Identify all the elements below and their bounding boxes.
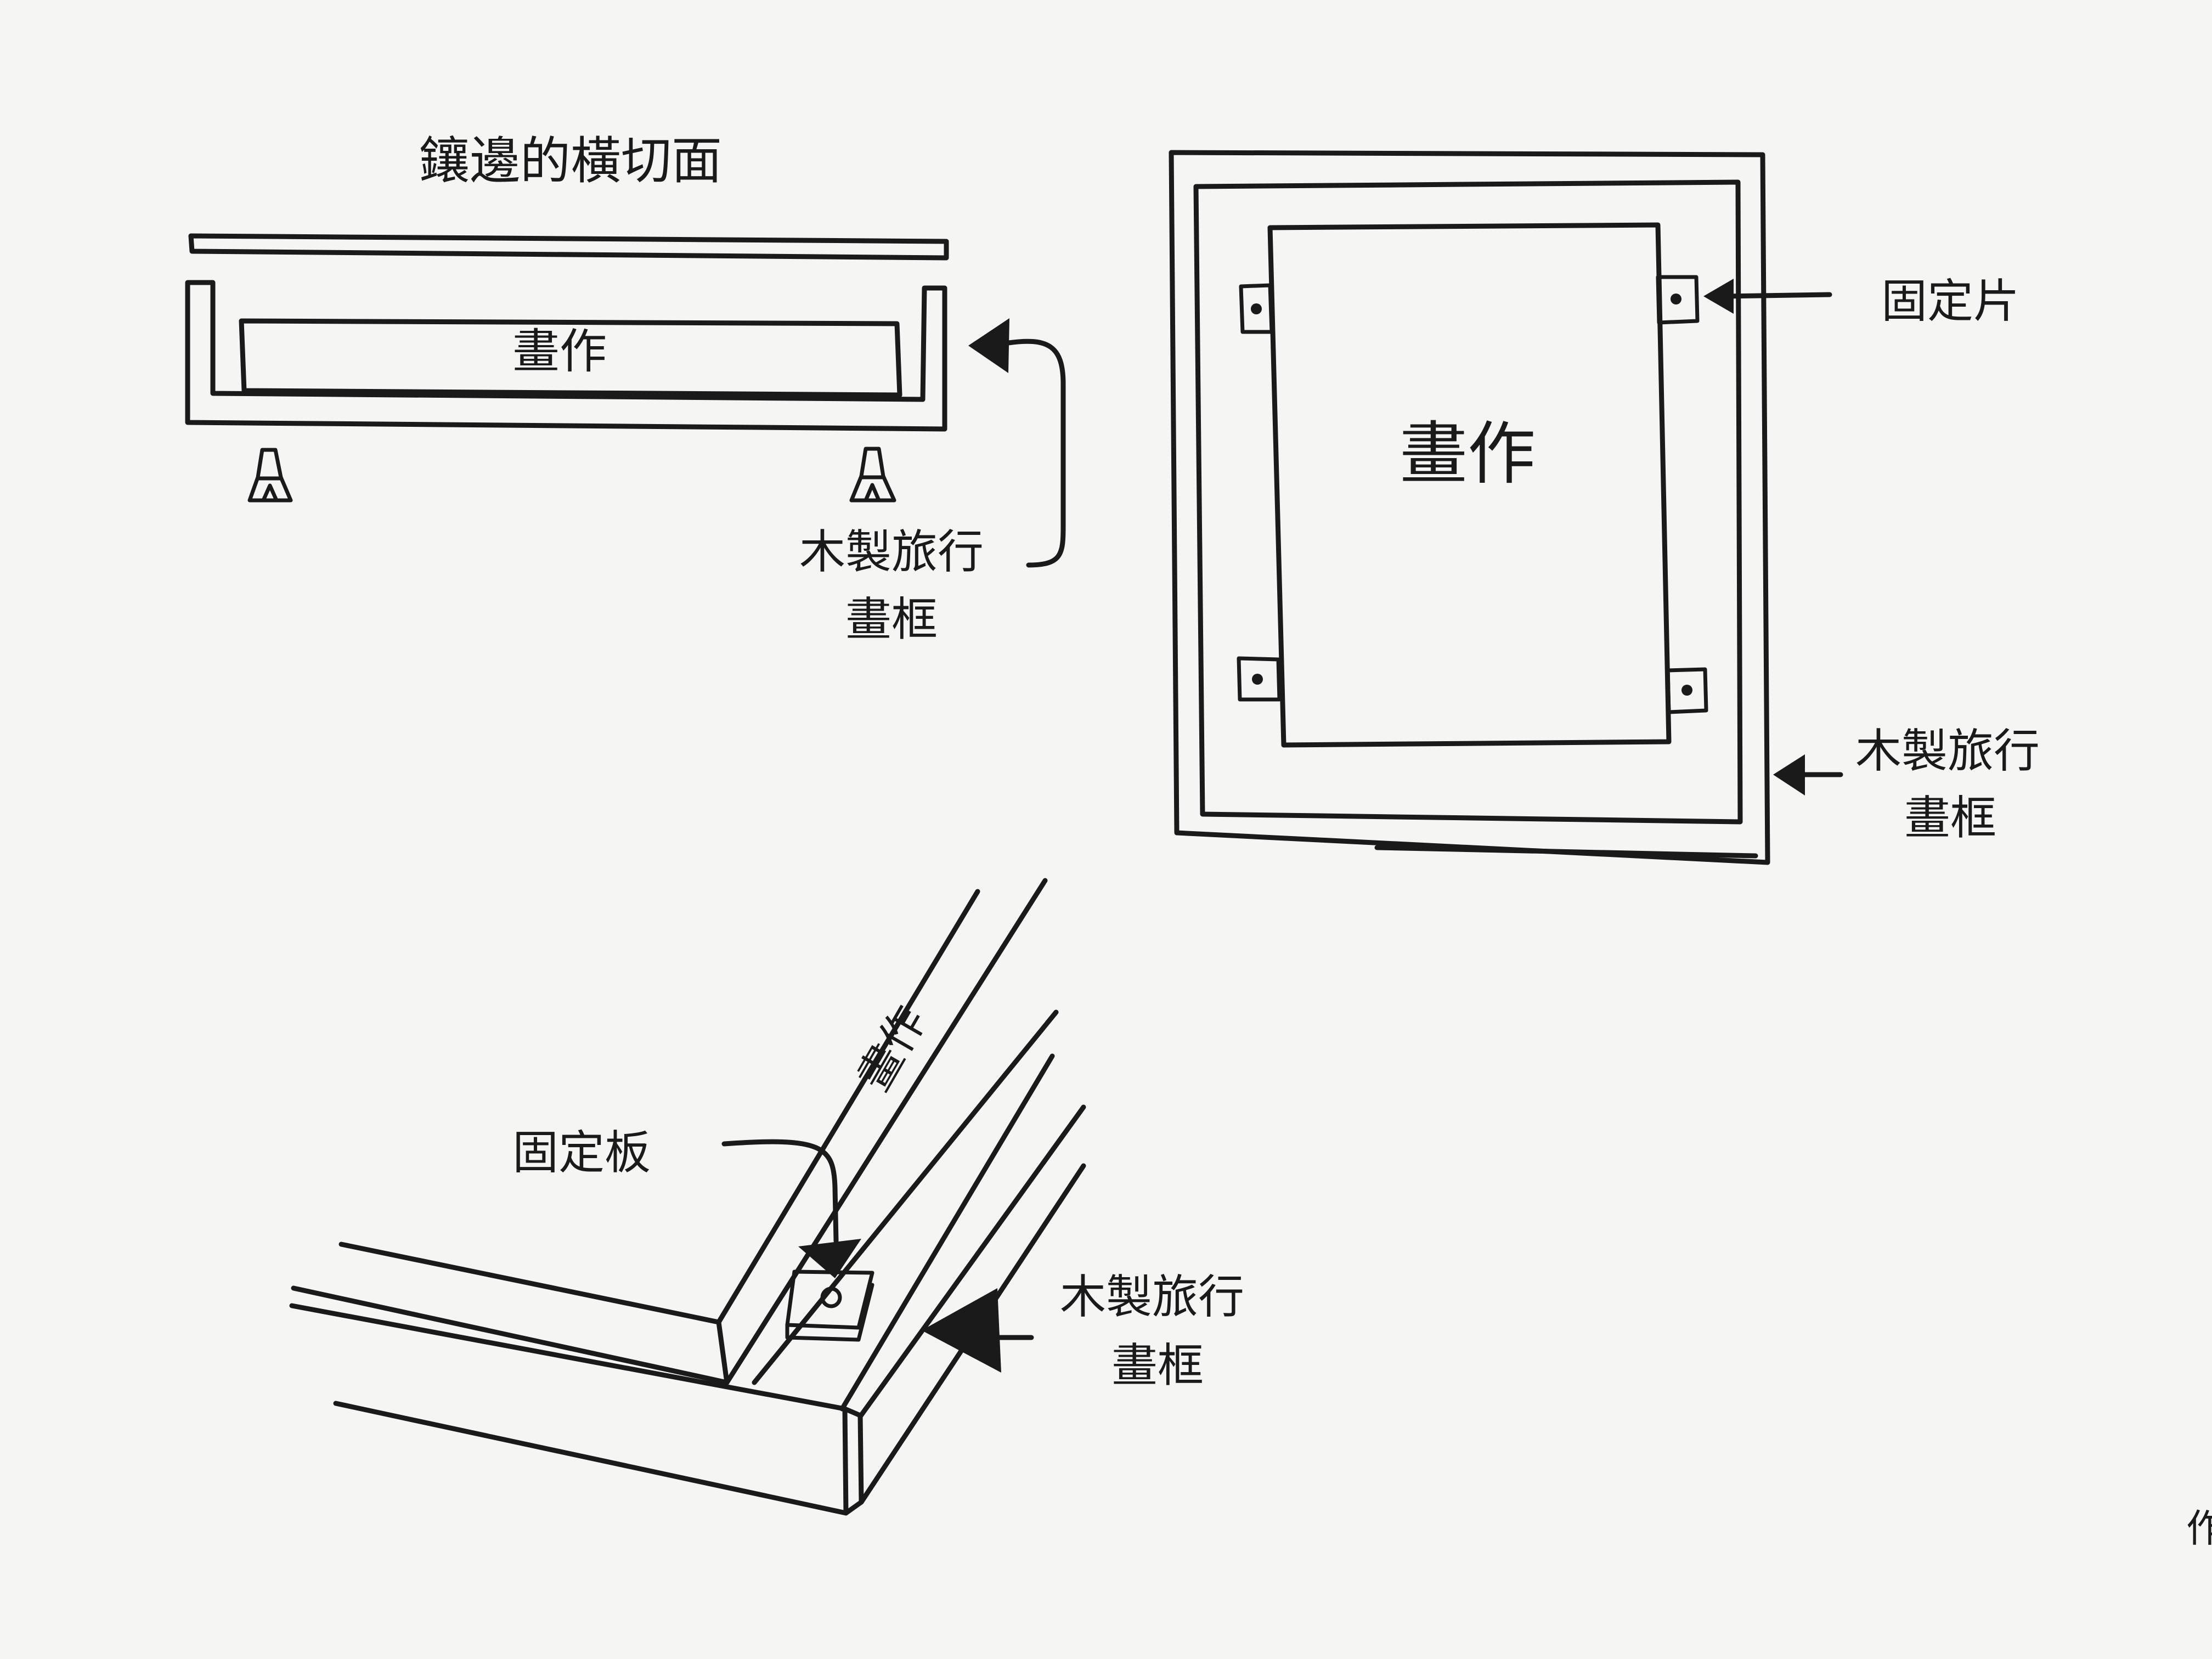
front-view-clip-label: 固定片	[1881, 274, 2019, 328]
front-view-diagram: 畫作 固定片 木製旅行 畫框	[1169, 150, 2040, 865]
artwork-end-cap	[716, 1319, 730, 1385]
front-artwork-sheet	[1267, 222, 1672, 748]
cross-section-diagram: 鑲邊的橫切面 畫作 木製旅行 畫框	[185, 132, 1066, 646]
diag-outer-edge	[857, 1104, 1086, 1419]
diag-channel-a	[752, 1009, 1059, 1385]
frame-bottom-stroke	[1374, 845, 1758, 859]
front-frame-arrowhead	[1773, 754, 1805, 795]
cross-section-frame-label-line1: 木製旅行	[799, 525, 984, 579]
rail-top-line	[338, 1242, 721, 1325]
corner-view-plate-label: 固定板	[512, 1126, 651, 1180]
clip-bottom-left	[1237, 656, 1282, 702]
cross-section-title: 鑲邊的橫切面	[419, 132, 722, 190]
front-view-artwork-label: 畫作	[1400, 415, 1536, 494]
diag-artwork-outer	[716, 889, 980, 1325]
frame-channel-outer	[185, 280, 947, 432]
cross-section-arrowhead	[968, 318, 1009, 373]
front-view-frame-label-line1: 木製旅行	[1855, 724, 2040, 778]
fixing-plate	[785, 1269, 874, 1342]
clip-top-right	[1656, 275, 1700, 325]
right-foot	[849, 447, 896, 503]
cross-section-artwork-label: 畫作	[512, 324, 607, 379]
corner-frame-arrowhead	[922, 1288, 1001, 1373]
cross-section-frame-label-line2: 畫框	[845, 592, 938, 646]
diag-artwork-inner	[724, 878, 1048, 1385]
rail-second-line	[291, 1285, 730, 1385]
corner-view-frame-label-line1: 木製旅行	[1060, 1270, 1244, 1324]
cover-strip	[188, 233, 949, 261]
corner-end-face	[842, 1406, 864, 1516]
page-edge-fragment: 作	[2186, 1506, 2212, 1551]
cross-section-arrow-curve	[1006, 338, 1066, 568]
clip-bottom-right	[1666, 667, 1708, 714]
clip-arrowhead	[1703, 279, 1734, 314]
corner-view-frame-label-line2: 畫框	[1111, 1339, 1204, 1392]
clip-arrow-shaft	[1723, 292, 1832, 299]
plate-arrow-shaft	[721, 1139, 839, 1244]
frame-inner-edge	[1193, 179, 1743, 825]
rail-third-line	[289, 1303, 848, 1412]
left-foot	[247, 448, 293, 503]
plate-arrowhead	[798, 1239, 861, 1278]
frame-outer-edge	[1169, 150, 1770, 865]
artwork-panel	[239, 318, 902, 398]
corner-view-diagram: 畫作 固定板 木製旅行 畫框	[289, 878, 1244, 1516]
front-view-frame-label-line2: 畫框	[1904, 791, 1996, 845]
diag-channel-b	[839, 1053, 1055, 1412]
rail-bottom-line	[333, 1401, 849, 1516]
clip-top-left	[1239, 283, 1274, 334]
